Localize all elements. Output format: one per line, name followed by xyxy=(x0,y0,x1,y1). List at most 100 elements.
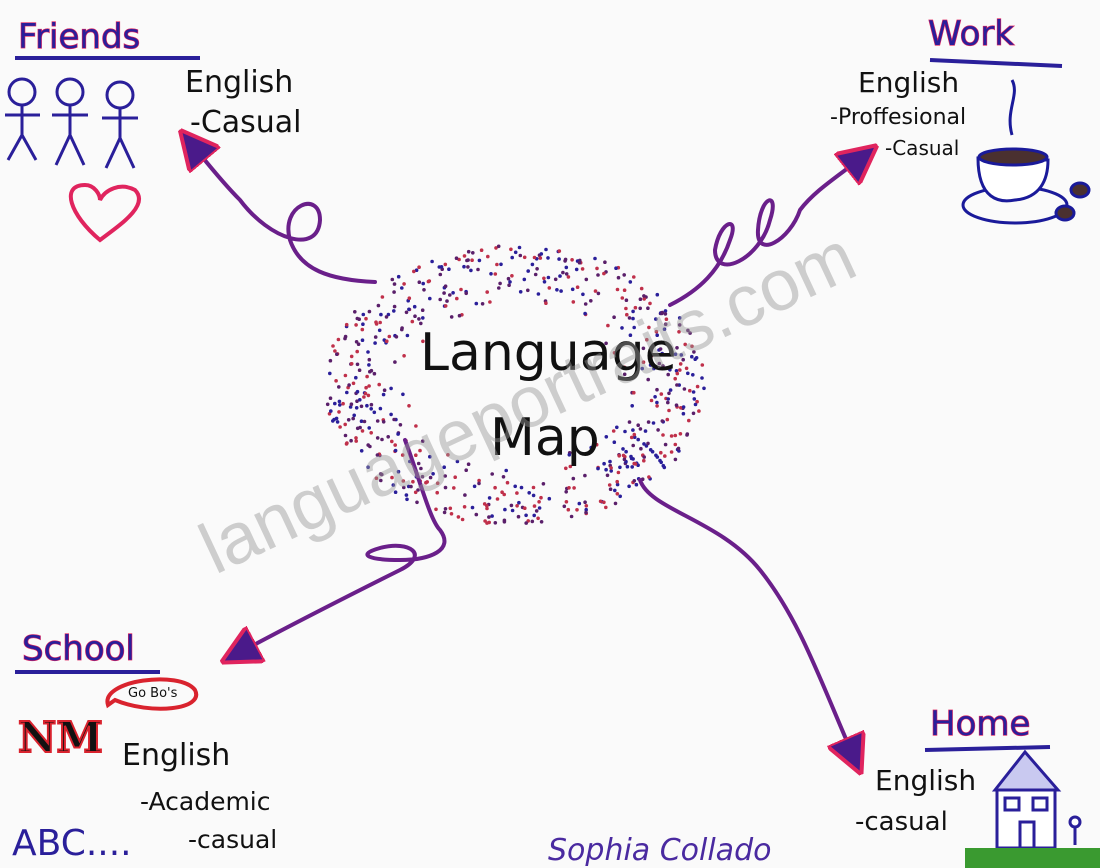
dot xyxy=(412,269,416,274)
dot xyxy=(622,288,627,293)
dot xyxy=(683,342,687,347)
dot xyxy=(641,360,646,365)
dot xyxy=(642,458,646,463)
dot xyxy=(681,405,686,409)
dot xyxy=(534,509,539,513)
dot xyxy=(415,500,419,505)
dot xyxy=(446,453,450,457)
dot xyxy=(663,309,668,313)
dot xyxy=(630,465,634,469)
dot xyxy=(664,317,669,322)
dot xyxy=(480,302,485,306)
arrow-to-home xyxy=(638,478,855,760)
dot xyxy=(496,244,501,249)
dot xyxy=(655,400,659,405)
dot xyxy=(347,383,351,387)
dot xyxy=(692,350,696,354)
dot xyxy=(493,485,497,490)
dot xyxy=(417,317,421,321)
dot xyxy=(530,262,535,267)
dot xyxy=(410,319,415,324)
dot xyxy=(657,361,662,366)
dot xyxy=(702,386,706,391)
dot xyxy=(405,497,409,502)
dot xyxy=(690,354,694,359)
dot xyxy=(517,500,521,505)
dot xyxy=(638,427,643,431)
dot xyxy=(546,275,551,280)
dot xyxy=(463,493,467,497)
dot xyxy=(357,368,362,373)
dot xyxy=(675,371,680,376)
dot xyxy=(667,408,671,413)
title-line1: Language xyxy=(420,323,677,383)
dot xyxy=(519,485,524,490)
dot xyxy=(632,275,636,279)
dot xyxy=(327,412,332,416)
university-logo-icon: NM xyxy=(18,713,103,762)
dot xyxy=(655,455,660,459)
dot xyxy=(622,372,627,377)
dot xyxy=(494,246,498,250)
dot xyxy=(437,265,442,269)
dot xyxy=(325,402,330,407)
dot xyxy=(509,247,513,252)
dot xyxy=(442,465,447,470)
home-underline xyxy=(924,745,1051,752)
dot xyxy=(646,420,651,424)
dot xyxy=(362,395,366,399)
dot xyxy=(589,299,593,303)
dot xyxy=(564,500,569,504)
dot xyxy=(349,438,353,443)
dot xyxy=(615,492,620,496)
dot xyxy=(602,271,606,276)
work-register1: -Proffesional xyxy=(830,105,966,130)
dot xyxy=(502,492,507,497)
dot xyxy=(623,429,627,434)
dot xyxy=(404,493,409,497)
dot xyxy=(642,455,646,459)
dot xyxy=(620,326,624,330)
dot xyxy=(642,442,646,446)
school-register2: -casual xyxy=(188,825,277,854)
dot xyxy=(434,507,438,512)
dot xyxy=(650,449,655,454)
dot xyxy=(537,506,542,510)
heart-icon xyxy=(68,182,142,243)
dot xyxy=(686,328,690,333)
dot xyxy=(510,508,515,513)
dot xyxy=(452,486,456,490)
dot xyxy=(477,481,481,486)
dot xyxy=(443,485,448,490)
dot xyxy=(567,486,571,490)
dot xyxy=(414,268,419,273)
dot xyxy=(678,362,683,366)
dot xyxy=(678,432,683,436)
dot xyxy=(352,413,357,418)
dot xyxy=(639,446,643,451)
dot xyxy=(407,307,411,312)
dot xyxy=(686,371,690,376)
dot xyxy=(438,297,443,302)
dot xyxy=(700,363,705,367)
dot xyxy=(700,376,704,380)
dot xyxy=(464,468,469,473)
dot xyxy=(392,282,397,286)
dot xyxy=(546,256,550,260)
dot xyxy=(602,461,606,466)
dot xyxy=(542,280,547,284)
dot xyxy=(328,371,332,376)
dot xyxy=(577,260,582,265)
dot xyxy=(420,439,425,444)
dot xyxy=(532,504,537,508)
dot xyxy=(536,516,540,521)
dot xyxy=(389,386,393,391)
dot xyxy=(593,256,597,261)
dot xyxy=(658,347,663,351)
dot xyxy=(337,410,341,414)
dot xyxy=(355,426,360,431)
dot xyxy=(596,273,600,277)
dot xyxy=(636,437,640,442)
school-bubble-text: Go Bo's xyxy=(128,686,178,701)
